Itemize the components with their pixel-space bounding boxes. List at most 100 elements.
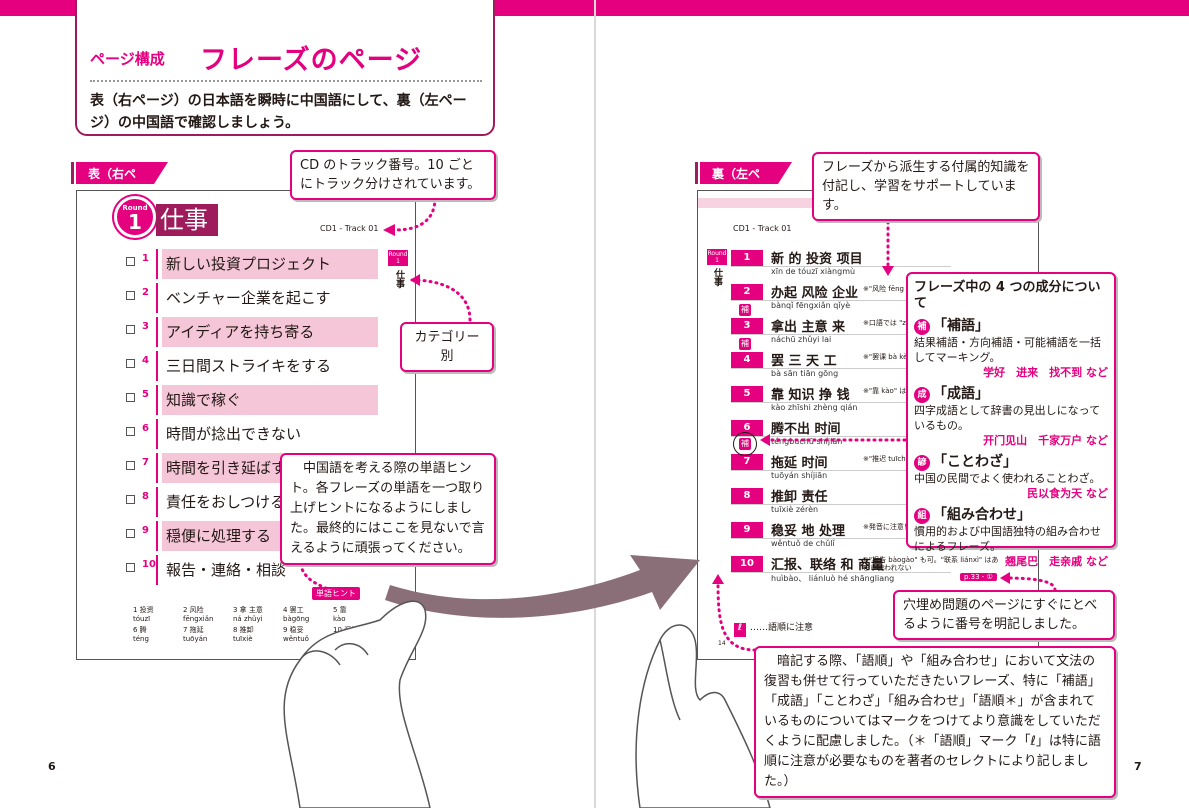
phrase-note: ※"罢课 bà kè" は xyxy=(863,353,920,361)
hint-callout: 中国語を考える際の単語ヒント。各フレーズの単語を一つ取り上げヒントになるようにし… xyxy=(280,453,496,565)
phrase-text: 時間が捻出できない xyxy=(166,425,302,443)
item-number: 2 xyxy=(731,284,763,300)
hint-pinyin: kào xyxy=(333,615,346,623)
phrase-note: ※"风险 fēng xyxy=(863,285,904,293)
spread-gutter xyxy=(594,0,596,808)
hint-hanzi: 9 稳妥 xyxy=(283,626,304,634)
item-number: 5 xyxy=(731,386,763,402)
component-label: 「成語」 xyxy=(933,386,989,402)
word-order-mark-icon: ! xyxy=(732,384,740,403)
phrase-text: 三日間ストライキをする xyxy=(166,357,332,375)
round-title: 仕事 xyxy=(156,204,218,236)
chinese-phrase: 办起 风险 企业 xyxy=(771,286,859,301)
pinyin: tuōyán shíjiān xyxy=(771,471,828,480)
category-label: 仕事 xyxy=(394,270,404,288)
marks-callout: 暗記する際、「語順」や「組み合わせ」において文法の復習も併せて行っていただきたい… xyxy=(754,646,1116,798)
highlight-circle xyxy=(733,432,757,456)
component-proverb: 諺「ことわざ」 中国の民間でよく使われることわざ。 民以食为天 など xyxy=(914,454,1108,501)
phrase-note: ※発音に注意！ xyxy=(863,523,911,531)
round-label: Round xyxy=(122,204,148,212)
hint-tag: 単語ヒント xyxy=(312,587,360,600)
idiom-badge-icon: 成 xyxy=(914,387,930,403)
list-item: 4 三日間ストライキをする xyxy=(126,351,386,381)
component-examples: 翘尾巴 走亲戚 など xyxy=(1005,555,1108,568)
checkbox[interactable] xyxy=(126,461,135,470)
list-item: 8 責任をおしつける xyxy=(126,487,386,517)
collocation-badge-icon: 組 xyxy=(914,508,930,524)
item-number: 3 xyxy=(142,321,149,332)
hint-pinyin: ná zhǔyi xyxy=(233,615,263,623)
derived-callout: フレーズから派生する付属的知識を付記し、学習をサポートしています。 xyxy=(812,152,1040,221)
hint-hanzi: 1 投资 xyxy=(133,606,154,614)
item-number: 4 xyxy=(142,355,149,366)
hint-pinyin: bàgōng xyxy=(283,615,310,623)
pinyin: kào zhīshi zhèng qián xyxy=(771,403,858,412)
components-box-title: フレーズ中の 4 つの成分について xyxy=(914,280,1101,311)
pinyin: bànqǐ fēngxiǎn qǐyè xyxy=(771,301,851,310)
top-band-left xyxy=(0,0,76,16)
chinese-phrase: 推卸 责任 xyxy=(771,490,828,505)
checkbox[interactable] xyxy=(126,359,135,368)
hint-hanzi: 6 腾 xyxy=(133,626,147,634)
item-number: 3 xyxy=(731,318,763,334)
checkbox[interactable] xyxy=(126,495,135,504)
item-number: 5 xyxy=(142,389,149,400)
item-number: 8 xyxy=(142,491,149,502)
word-order-legend-icon: ℓ xyxy=(734,623,746,637)
hint-pinyin: tuīxiè xyxy=(233,635,253,643)
checkbox[interactable] xyxy=(126,257,135,266)
component-label: 「補語」 xyxy=(933,318,989,334)
right-hand-icon xyxy=(635,624,771,808)
checkbox[interactable] xyxy=(126,427,135,436)
checkbox[interactable] xyxy=(126,563,135,572)
pinyin: wěntuǒ de chǔlǐ xyxy=(771,539,835,548)
checkbox[interactable] xyxy=(126,393,135,402)
phrase-note: ※"报告 bàogào" も可。"联系 liánxì" はあまり使われない xyxy=(863,556,999,572)
category-callout: カテゴリー別 xyxy=(400,322,494,372)
pinyin: bà sān tiān gōng xyxy=(771,369,839,378)
leader-arrowheads xyxy=(383,224,1010,584)
phrase-text: 報告・連絡・相談 xyxy=(166,561,287,579)
chinese-phrase: 罢 三 天 工 xyxy=(771,354,837,369)
item-number: 6 xyxy=(731,420,763,436)
phrase-text: ベンチャー企業を起こす xyxy=(166,289,331,307)
order-legend: ℓ ……語順に注意 xyxy=(734,620,813,637)
component-complement: 補「補語」 結果補語・方向補語・可能補語を一括してマーキング。 学好 进来 找不… xyxy=(914,318,1108,380)
hint-hanzi: 3 拿 主意 xyxy=(233,606,263,614)
left-hand-icon xyxy=(283,600,431,808)
chinese-phrase: 稳妥 地 处理 xyxy=(771,524,846,539)
checkbox[interactable] xyxy=(126,325,135,334)
checkbox[interactable] xyxy=(126,291,135,300)
item-number: 7 xyxy=(731,454,763,470)
component-label: 「ことわざ」 xyxy=(933,454,1017,470)
page-ref-callout: 穴埋め問題のページにすぐにとべるように番号を明記しました。 xyxy=(893,590,1115,640)
checkbox[interactable] xyxy=(126,529,135,538)
header-kicker: ページ構成 xyxy=(90,50,165,68)
hint-pinyin: fēngxiǎn xyxy=(183,615,214,623)
pinyin: tuīxiè zérèn xyxy=(771,505,819,514)
item-number: 1 xyxy=(142,253,149,264)
item-number: 4 xyxy=(731,352,763,368)
complement-badge-icon: 補 xyxy=(914,319,930,335)
order-legend-text: ……語順に注意 xyxy=(750,623,814,633)
header-box xyxy=(75,0,495,136)
phrase-text: 責任をおしつける xyxy=(166,493,286,511)
chinese-phrase: 靠 知识 挣 钱 xyxy=(771,388,850,403)
chinese-phrase: 拖延 时间 xyxy=(771,456,828,471)
